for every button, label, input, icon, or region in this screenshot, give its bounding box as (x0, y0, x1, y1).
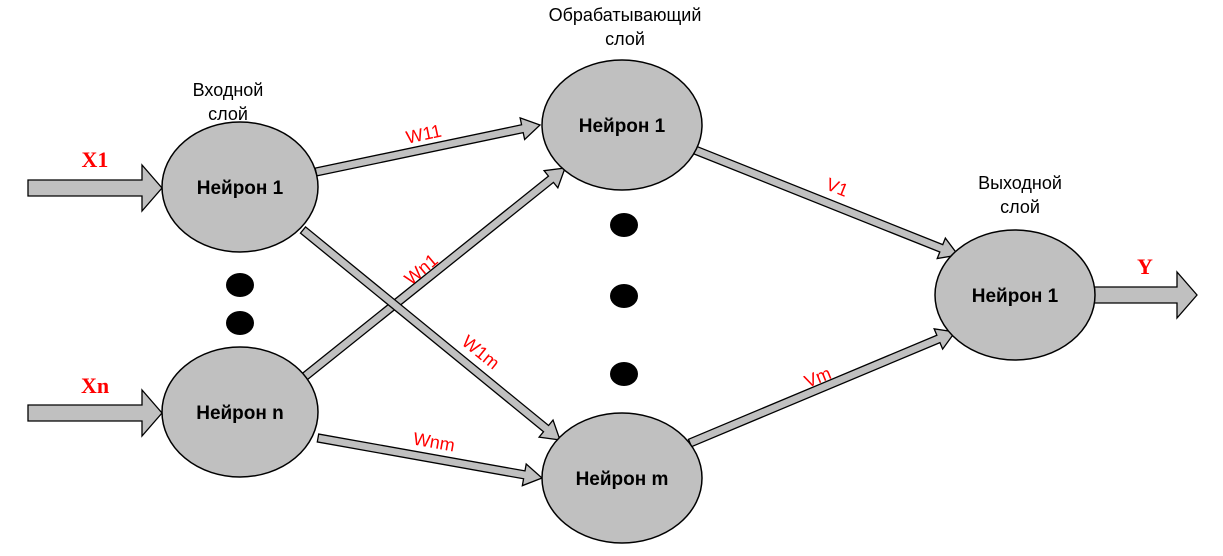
connections (27, 116, 1198, 487)
output-layer-title: Выходной (978, 173, 1062, 193)
input-x1-label: X1 (82, 147, 109, 172)
input-layer-title-2: слой (208, 104, 248, 124)
ellipsis-dot (610, 284, 638, 308)
hidden-layer-title-2: слой (605, 29, 645, 49)
input-neuron-n (161, 346, 319, 478)
input-neuron-1-label: Нейрон 1 (197, 178, 284, 199)
output-neuron-1-label: Нейрон 1 (972, 286, 1059, 307)
input-arrow-xn (27, 388, 163, 438)
connection-v1-arrow (692, 145, 960, 260)
input-neuron-n-label: Нейрон n (196, 403, 284, 424)
hidden-neuron-1-label: Нейрон 1 (579, 116, 666, 137)
input-xn-label: Xn (81, 373, 109, 398)
output-arrow-y (1092, 270, 1198, 320)
hidden-neuron-m-label: Нейрон m (576, 469, 669, 490)
ellipsis-dot (610, 362, 638, 386)
connection-wnm-arrow (316, 433, 544, 487)
connection-vm-arrow (687, 327, 957, 448)
output-y-label: Y (1137, 254, 1153, 279)
hidden-layer-title: Обрабатывающий (549, 5, 702, 25)
hidden-neuron-1 (541, 59, 703, 191)
output-layer-title-2: слой (1000, 197, 1040, 217)
ellipsis-dot (226, 273, 254, 297)
input-neuron-1 (161, 121, 319, 253)
ellipsis-dot (226, 311, 254, 335)
input-layer-title: Входной (193, 80, 264, 100)
weight-v1-label: V1 (823, 174, 851, 201)
connection-w11-arrow (314, 116, 542, 177)
input-arrow-x1 (27, 163, 163, 213)
ellipsis-dot (610, 213, 638, 237)
connection-w1m-arrow (299, 225, 561, 441)
hidden-neuron-m (541, 412, 703, 544)
connection-wn1-arrow (299, 167, 566, 383)
output-neuron-1 (934, 229, 1096, 361)
